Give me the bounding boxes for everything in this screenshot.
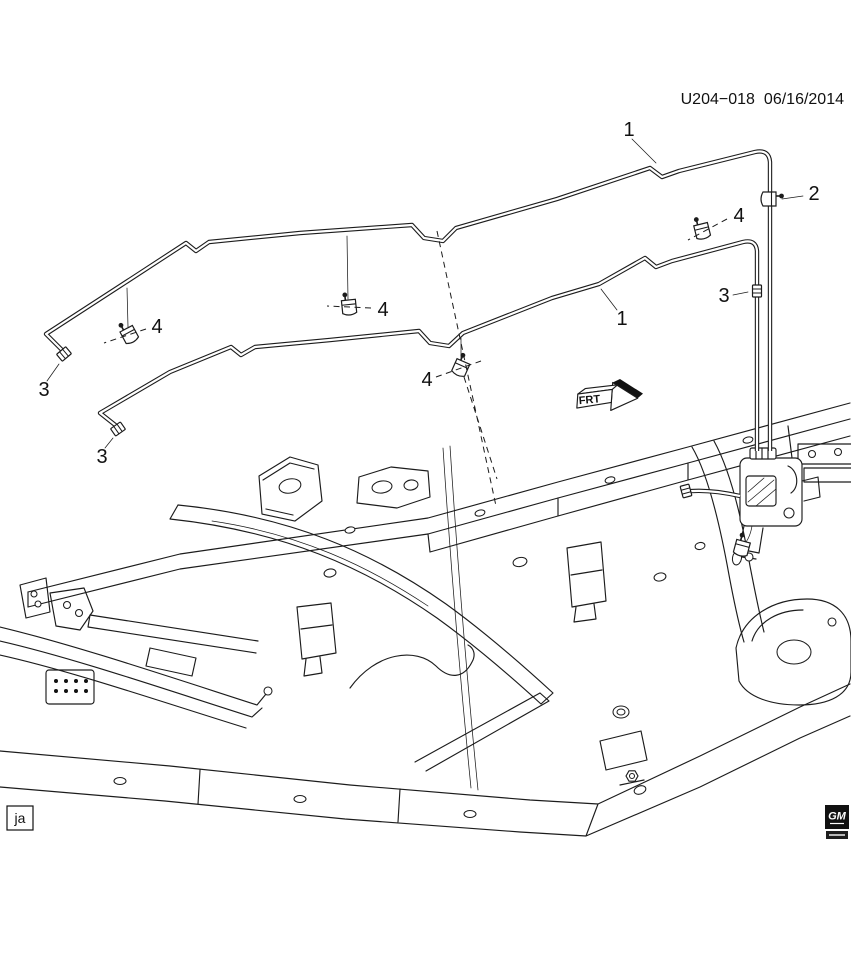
rail-slot: [633, 785, 647, 795]
callout-4-clip-center-low: 4: [421, 369, 432, 391]
drawing-number-and-date: U204−018 06/16/2014: [681, 91, 844, 108]
frame-holes: [323, 436, 754, 582]
callout-3-fitting-far-left: 3: [38, 379, 49, 401]
stabilizer-bar: [349, 644, 475, 689]
near-rail: [0, 683, 851, 837]
lower-bracket: [599, 730, 648, 771]
callout-3-fitting-right: 3: [718, 285, 729, 307]
gm-logo-subtext-mark: [829, 834, 845, 836]
frt-arrow-top-facet: [612, 379, 643, 399]
rail-slot: [293, 794, 307, 804]
rail-slot: [113, 776, 127, 786]
gm-logo: GM: [825, 805, 849, 839]
gm-logo-text: GM: [828, 811, 847, 823]
top-right-bracket: [797, 443, 851, 483]
page-code-box: ja: [6, 805, 34, 831]
front-brake-pipe-inner: [98, 240, 759, 453]
rail-slot: [463, 809, 477, 819]
bracket-hole: [371, 480, 393, 494]
page-code: ja: [14, 810, 26, 826]
abs-port: [783, 507, 795, 519]
pipe-clip-icon: [760, 191, 785, 207]
drawing-date: 06/16/2014: [764, 91, 844, 108]
spring-pad-block: [45, 669, 95, 705]
frame-beam: [27, 402, 851, 608]
callouts: 1 2 4 1 3 4 4 3 4 3: [38, 119, 819, 468]
frame-left-end-bolts: [30, 590, 42, 608]
abs-motor-edge: [787, 465, 798, 494]
callout-leaders-dashed: [103, 218, 728, 507]
pipe-clips: [115, 191, 785, 559]
frame-horn: [735, 598, 851, 706]
leaf-spring: [0, 626, 267, 729]
callout-2-clip: 2: [808, 183, 819, 205]
clip-hanger-lines: [126, 235, 462, 360]
drawing-number: U204−018: [681, 91, 755, 108]
gm-logo-box: [825, 805, 849, 829]
spring-eye: [263, 686, 273, 696]
callout-4-clip-left: 4: [151, 316, 162, 338]
hanger-bolt: [74, 608, 84, 618]
hanger-bolt: [62, 600, 72, 610]
frt-arrow: FRT: [576, 379, 643, 412]
chassis-frame: [0, 402, 851, 837]
crossmember-bracket: [356, 466, 431, 509]
tube-fitting-icon: [751, 284, 763, 298]
callout-4-clip-right: 4: [733, 205, 744, 227]
body-mount-bracket: [258, 456, 323, 522]
abs-module: [738, 447, 821, 562]
horn-hole: [776, 639, 812, 665]
horn-bolt: [827, 617, 837, 627]
abs-hatch: [747, 477, 777, 507]
center-crossmember: [169, 504, 554, 705]
pipe-clip-icon: [339, 290, 358, 317]
bracket-bolt: [833, 447, 843, 457]
spring-hanger: [49, 587, 94, 631]
abs-mount-tab: [801, 476, 821, 502]
frt-arrow-shaft: [576, 388, 613, 409]
mid-bracket: [296, 602, 337, 677]
bracket-bolt: [807, 449, 817, 459]
front-brake-pipe: [100, 241, 757, 451]
callout-3-fitting-lower-left: 3: [96, 446, 107, 468]
callout-leaders-solid: [46, 138, 804, 449]
bolt-center: [628, 772, 636, 780]
bracket-hole: [403, 479, 419, 491]
callout-4-clip-center: 4: [377, 299, 388, 321]
frt-label: FRT: [578, 393, 601, 407]
bracket-hole: [278, 478, 302, 494]
tube-fitting-icon: [679, 483, 693, 499]
diagonal-brace: [414, 692, 550, 772]
shock-bracket: [566, 541, 607, 623]
brake-cable: [442, 445, 479, 791]
left-rail-segment: [87, 614, 259, 654]
bolt-washer: [619, 779, 645, 786]
rear-brake-pipe-inner: [44, 150, 772, 453]
callout-1-rear-pipe: 1: [623, 119, 634, 141]
spring-plate: [145, 647, 197, 677]
rear-brake-pipe: [46, 151, 770, 451]
web-hole-inner: [616, 708, 626, 716]
callout-1-front-pipe: 1: [616, 308, 627, 330]
frame-left-end-plate: [19, 577, 51, 619]
crossmember-accent: [211, 520, 429, 607]
abs-valve-block: [745, 475, 777, 507]
